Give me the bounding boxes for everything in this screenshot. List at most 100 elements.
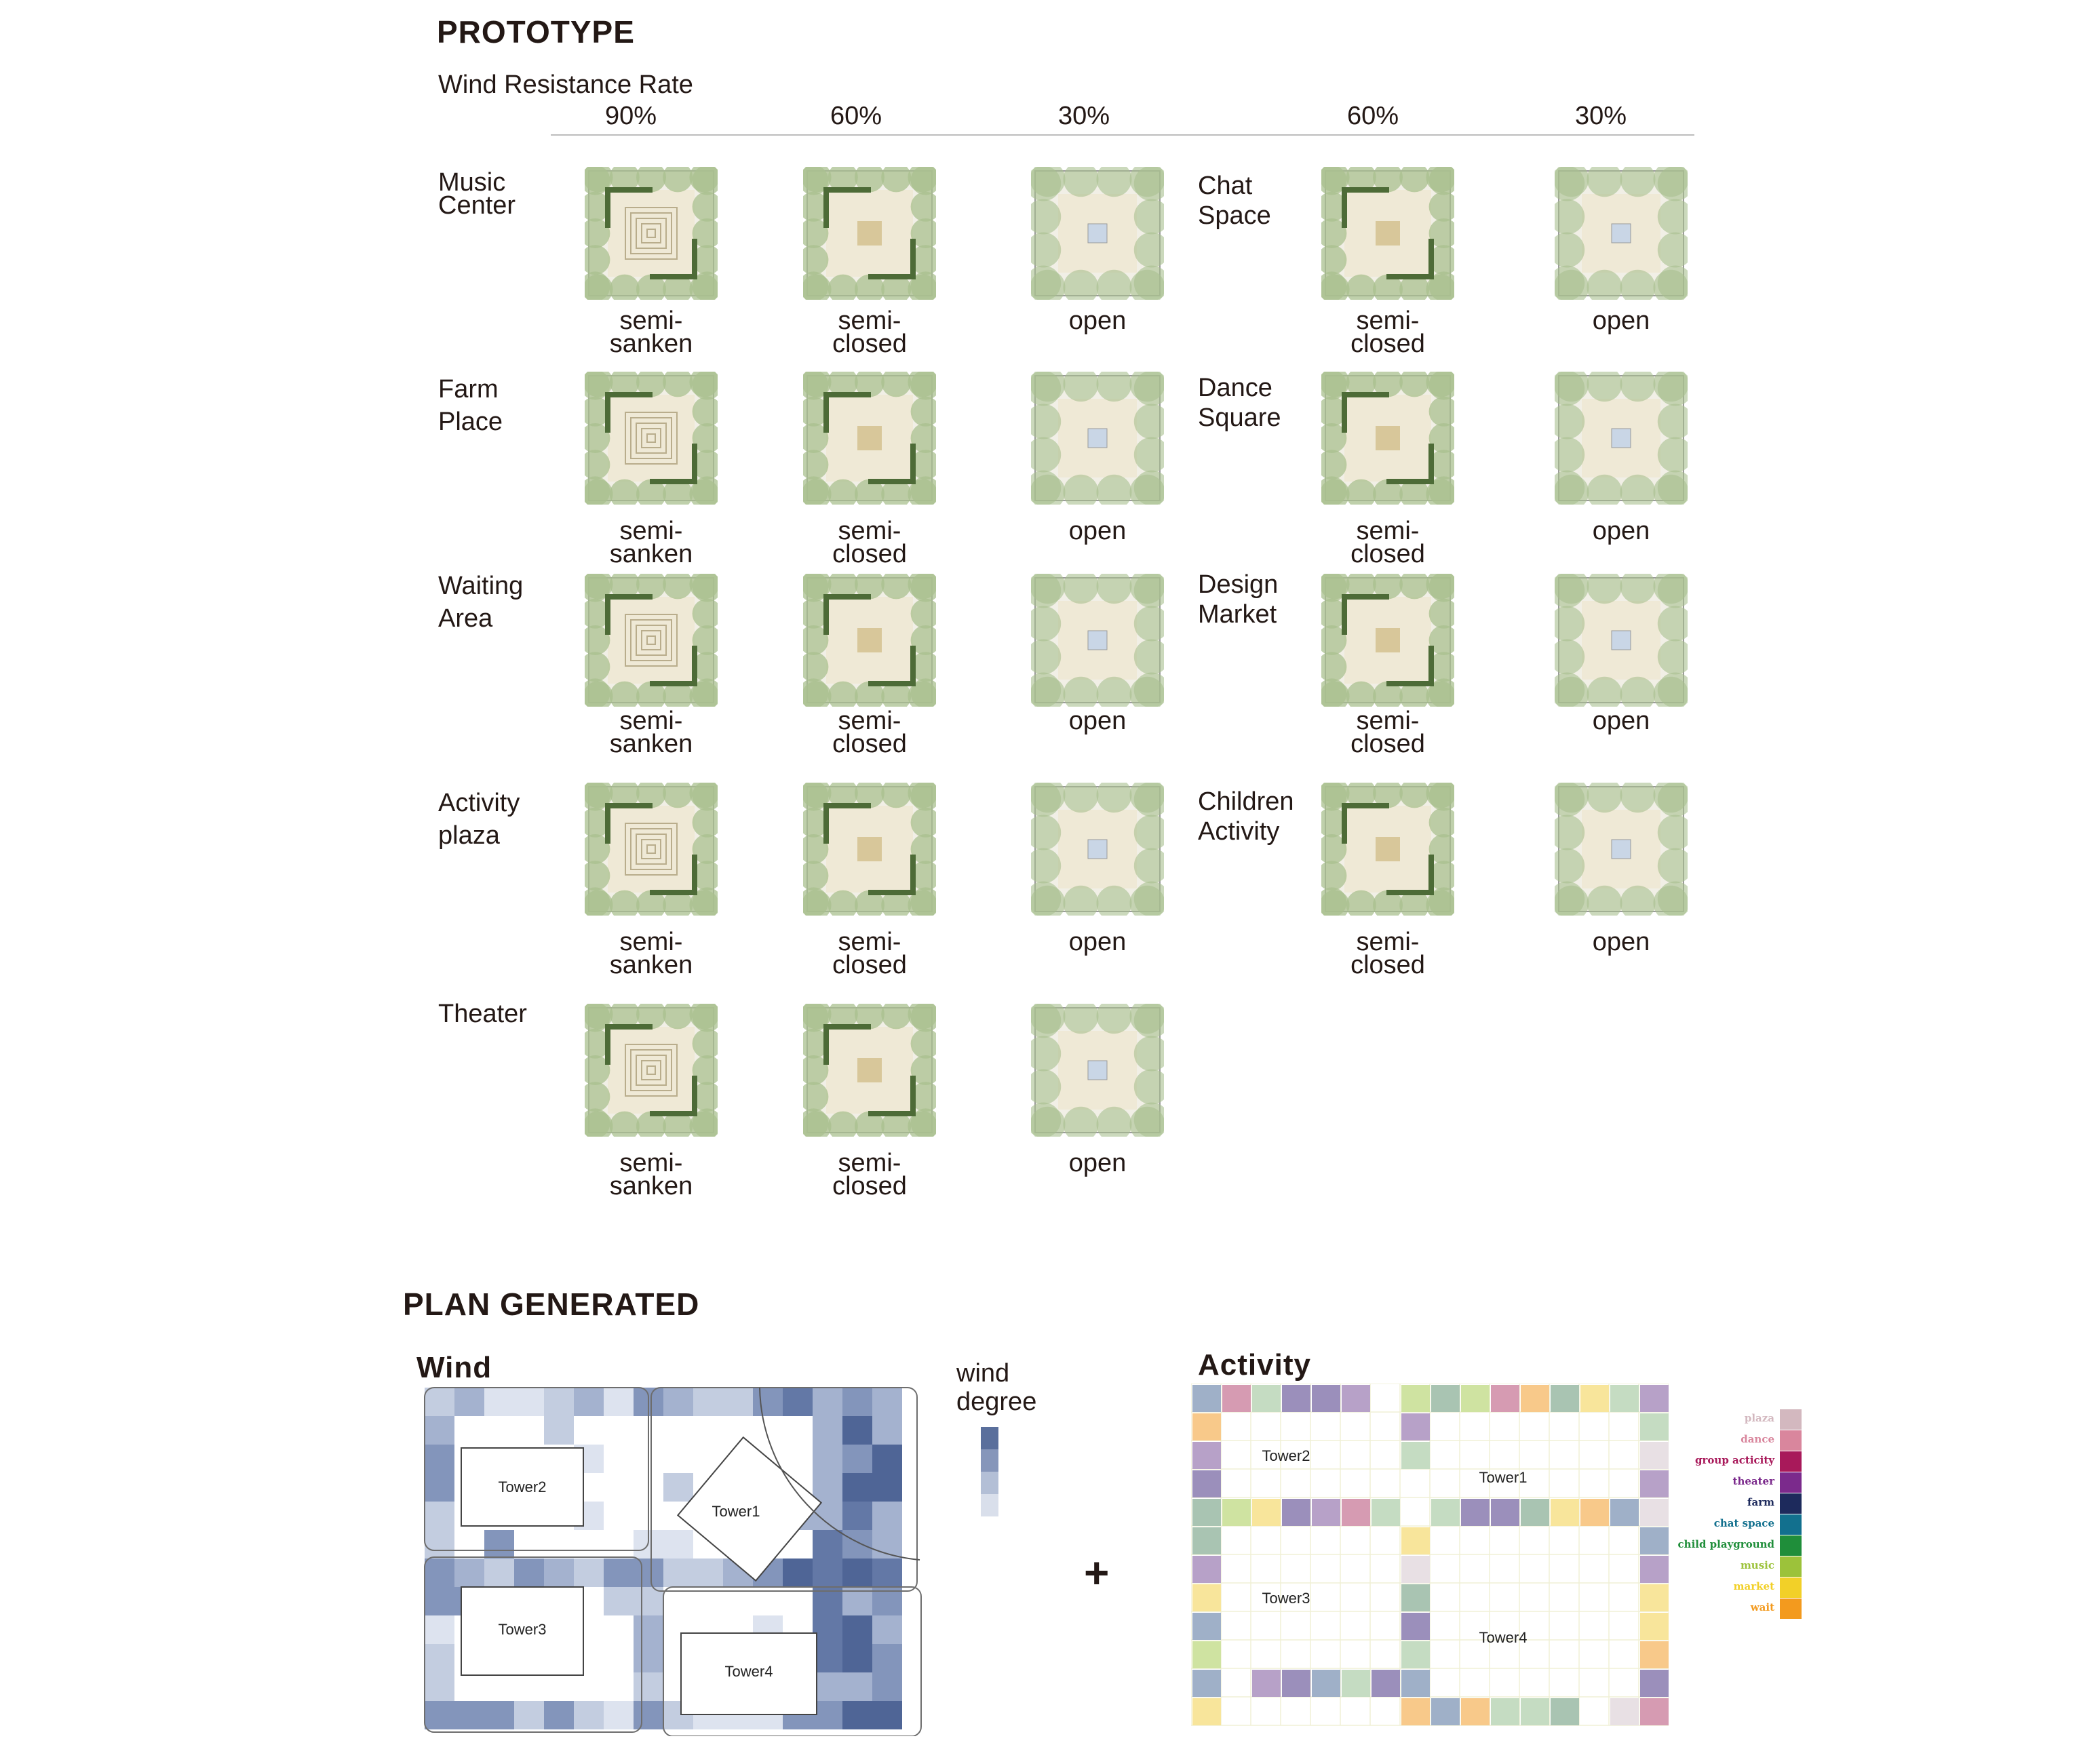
legend-item-farm: farm <box>1655 1493 1804 1514</box>
caption-activity-plaza-1: semi-sanken <box>609 928 693 979</box>
caption-activity-plaza-3: open <box>1068 928 1127 956</box>
prototype-thumbnail-design-market-1 <box>1321 574 1454 707</box>
rate-header-5: 30% <box>1574 102 1627 130</box>
wind-tower-1: Tower2 <box>461 1447 584 1527</box>
legend-item-music: music <box>1655 1556 1804 1577</box>
wind-rate-label: Wind Resistance Rate <box>438 71 693 99</box>
prototype-thumbnail-children-activity-2 <box>1555 783 1688 916</box>
rate-header-2: 60% <box>830 102 882 130</box>
activity-tower-label-4: Tower4 <box>1479 1629 1528 1646</box>
prototype-thumbnail-design-market-2 <box>1555 574 1688 707</box>
legend-label: plaza <box>1744 1412 1774 1424</box>
category-label-theater: Theater <box>438 1000 527 1028</box>
caption-children-activity-1: semi-closed <box>1350 928 1425 979</box>
caption-theater-2: semi-closed <box>832 1149 907 1200</box>
prototype-thumbnail-farm-place-2 <box>803 372 936 505</box>
prototype-thumbnail-dance-square-1 <box>1321 372 1454 505</box>
caption-waiting-area-1: semi-sanken <box>609 707 693 758</box>
legend-swatch <box>1780 1493 1802 1514</box>
caption-waiting-area-2: semi-closed <box>832 707 907 758</box>
legend-item-market: market <box>1655 1577 1804 1598</box>
caption-music-center-1: semi-sanken <box>609 307 693 358</box>
legend-label: market <box>1733 1580 1774 1592</box>
caption-design-market-2: open <box>1592 707 1650 735</box>
legend-label: chat space <box>1713 1517 1774 1529</box>
prototype-thumbnail-dance-square-2 <box>1555 372 1688 505</box>
legend-label: music <box>1740 1559 1774 1571</box>
caption-music-center-3: open <box>1068 307 1127 335</box>
prototype-thumbnail-waiting-area-1 <box>585 574 718 707</box>
legend-swatch <box>1780 1514 1802 1535</box>
legend-item-group-acticity: group acticity <box>1655 1451 1804 1472</box>
legend-label: theater <box>1732 1475 1774 1487</box>
legend-item-dance: dance <box>1655 1430 1804 1451</box>
rate-header-3: 30% <box>1057 102 1110 130</box>
caption-dance-square-1: semi-closed <box>1350 517 1425 568</box>
legend-swatch <box>1780 1556 1802 1577</box>
svg-text:Tower2: Tower2 <box>499 1478 547 1495</box>
caption-theater-3: open <box>1068 1149 1127 1177</box>
prototype-thumbnail-chat-space-1 <box>1321 167 1454 300</box>
legend-label: farm <box>1747 1496 1774 1508</box>
caption-farm-place-1: semi-sanken <box>609 517 693 568</box>
prototype-thumbnail-activity-plaza-2 <box>803 783 936 916</box>
caption-dance-square-2: open <box>1592 517 1650 545</box>
activity-tower-label-2: Tower1 <box>1479 1469 1528 1486</box>
legend-label: child playground <box>1677 1538 1774 1550</box>
wind-title: Wind <box>416 1351 492 1384</box>
legend-item-plaza: plaza <box>1655 1409 1804 1430</box>
activity-title: Activity <box>1198 1348 1311 1381</box>
activity-tower-label-1: Tower2 <box>1262 1447 1310 1464</box>
prototype-thumbnail-waiting-area-2 <box>803 574 936 707</box>
legend-label: wait <box>1750 1601 1774 1613</box>
caption-farm-place-3: open <box>1068 517 1127 545</box>
prototype-thumbnail-music-center-3 <box>1031 167 1164 300</box>
plus-sign: + <box>1084 1548 1110 1597</box>
wind-tower-4: Tower4 <box>680 1632 817 1715</box>
prototype-thumbnail-farm-place-1 <box>585 372 718 505</box>
prototype-thumbnail-farm-place-3 <box>1031 372 1164 505</box>
prototype-thumbnail-waiting-area-3 <box>1031 574 1164 707</box>
prototype-thumbnail-theater-3 <box>1031 1004 1164 1137</box>
legend-swatch <box>1780 1472 1802 1493</box>
caption-theater-1: semi-sanken <box>609 1149 693 1200</box>
rate-header-1: 90% <box>604 102 657 130</box>
prototype-thumbnail-music-center-2 <box>803 167 936 300</box>
caption-children-activity-2: open <box>1592 928 1650 956</box>
legend-swatch <box>1780 1577 1802 1598</box>
legend-item-chat-space: chat space <box>1655 1514 1804 1535</box>
plan-title: PLAN GENERATED <box>403 1287 700 1322</box>
legend-item-wait: wait <box>1655 1599 1804 1619</box>
rate-divider <box>551 134 1694 136</box>
caption-chat-space-2: open <box>1592 307 1650 335</box>
caption-farm-place-2: semi-closed <box>832 517 907 568</box>
wind-degree-scale <box>981 1427 998 1516</box>
caption-design-market-1: semi-closed <box>1350 707 1425 758</box>
legend-swatch <box>1780 1599 1802 1619</box>
legend-swatch <box>1780 1451 1802 1472</box>
prototype-thumbnail-activity-plaza-3 <box>1031 783 1164 916</box>
prototype-thumbnail-activity-plaza-1 <box>585 783 718 916</box>
legend-item-theater: theater <box>1655 1472 1804 1493</box>
legend-item-child-playground: child playground <box>1655 1535 1804 1556</box>
activity-tower-label-3: Tower3 <box>1262 1590 1310 1607</box>
svg-text:Tower3: Tower3 <box>499 1621 547 1638</box>
caption-activity-plaza-2: semi-closed <box>832 928 907 979</box>
svg-text:Tower1: Tower1 <box>712 1503 760 1520</box>
caption-music-center-2: semi-closed <box>832 307 907 358</box>
rate-header-4: 60% <box>1346 102 1399 130</box>
wind-tower-3: Tower3 <box>461 1586 584 1676</box>
prototype-thumbnail-chat-space-2 <box>1555 167 1688 300</box>
svg-text:Tower4: Tower4 <box>725 1663 773 1680</box>
